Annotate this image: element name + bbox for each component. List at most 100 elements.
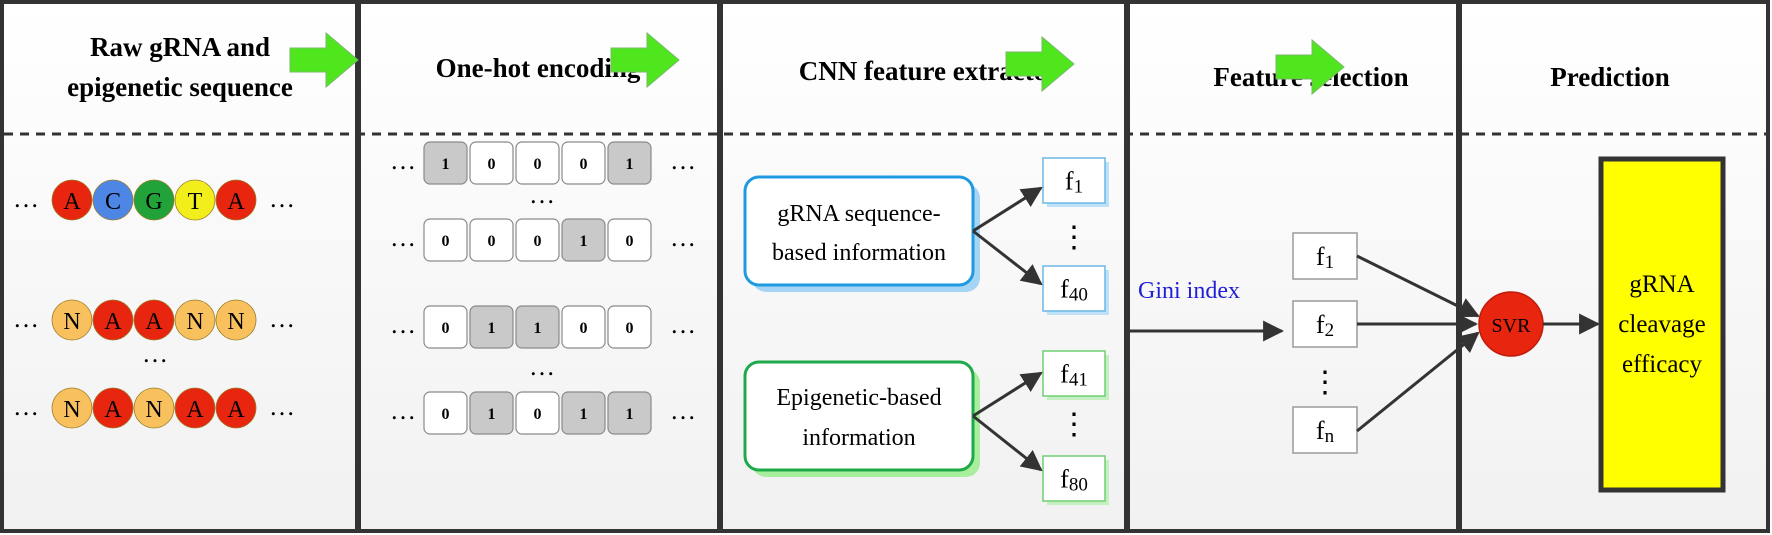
base-circle-shape (174, 179, 216, 221)
feature-node-f40: f40 (1042, 265, 1109, 315)
base-circle-shape (215, 299, 257, 341)
selected-feature-f2: f2 (1292, 300, 1358, 348)
onehot-cell-value: 1 (626, 156, 634, 173)
feature-node-label: f41 (1060, 360, 1088, 391)
feature-node-label: f1 (1316, 242, 1334, 273)
output-label: gRNA (1629, 271, 1694, 298)
stage-title-raw-line2: epigenetic sequence (67, 72, 293, 102)
base-letter: A (63, 189, 81, 215)
onehot-cell-box (561, 141, 606, 185)
base-circle-shape (92, 179, 134, 221)
flow-arrow (289, 31, 359, 89)
onehot-cell: 0 (607, 218, 652, 262)
feature-subscript: 40 (1069, 285, 1088, 306)
feature-subscript: 41 (1069, 370, 1088, 391)
feature-node-label: f40 (1060, 275, 1088, 306)
flow-arrow (1005, 35, 1075, 93)
base-letter: N (63, 397, 80, 423)
feature-subscript: 2 (1325, 320, 1335, 341)
onehot-cell: 1 (561, 391, 606, 435)
onehot-cell-value: 0 (580, 156, 588, 173)
feature-symbol: f (1316, 416, 1325, 445)
output-box (1598, 156, 1726, 493)
onehot-cell-value: 0 (626, 320, 634, 337)
onehot-cell-value: 0 (534, 406, 542, 423)
flow-arrow (610, 31, 680, 89)
ellipsis-right: … (670, 310, 696, 339)
onehot-cell-box (469, 141, 514, 185)
feature-node-label: fn (1316, 416, 1335, 447)
onehot-cell: 0 (561, 141, 606, 185)
feature-symbol: f (1060, 275, 1069, 304)
onehot-cell-box (469, 305, 514, 349)
onehot-cell-value: 0 (534, 233, 542, 250)
base-circle-shape (215, 387, 257, 429)
feature-node-label: f2 (1316, 310, 1334, 341)
base-circle-shape (51, 179, 93, 221)
onehot-cell-box (607, 141, 652, 185)
panel-onehot (357, 0, 721, 533)
base-circle-shape (92, 387, 134, 429)
flow-arrows (289, 31, 1345, 96)
base-circle: N (133, 387, 175, 429)
onehot-cell-value: 1 (534, 320, 542, 337)
base-letter: T (188, 189, 203, 215)
onehot-cell: 1 (607, 391, 652, 435)
onehot-cell-value: 1 (580, 406, 588, 423)
onehot-cell: 0 (515, 391, 560, 435)
ellipsis-left: … (390, 223, 416, 252)
onehot-cell-box (607, 305, 652, 349)
onehot-cell: 1 (469, 305, 514, 349)
feature-node-box (1042, 350, 1106, 397)
ellipsis-right: … (269, 392, 295, 421)
onehot-cell: 1 (515, 305, 560, 349)
onehot-cell: 0 (423, 218, 468, 262)
onehot-cell-value: 0 (442, 320, 450, 337)
base-letter: A (227, 397, 245, 423)
onehot-cell-box (515, 141, 560, 185)
onehot-cell: 0 (561, 305, 606, 349)
output-label-line2: cleavage (1618, 311, 1705, 338)
base-circle-shape (133, 387, 175, 429)
panel-raw (0, 0, 359, 533)
seq-to-f40-arrow (972, 229, 1043, 286)
epi-to-f80-arrow (972, 414, 1043, 472)
epi-info-label: Epigenetic-based (776, 385, 941, 411)
onehot-cell-box (561, 391, 606, 435)
epi-info-box (743, 360, 975, 472)
base-circle: N (51, 387, 93, 429)
onehot-cell: 0 (469, 141, 514, 185)
base-circle-shape (174, 387, 216, 429)
onehot-cell-value: 0 (488, 156, 496, 173)
onehot-cell: 0 (607, 305, 652, 349)
base-circle: A (92, 387, 134, 429)
feature-node-label: f1 (1065, 167, 1083, 198)
base-circle-shape (174, 299, 216, 341)
base-circle: A (215, 387, 257, 429)
base-letter: N (145, 397, 162, 423)
gini-index-label: Gini index (1138, 278, 1240, 304)
base-letter: C (105, 189, 121, 215)
seq-info-label-line2: based information (772, 240, 946, 266)
seq-info-box (743, 175, 975, 287)
base-circle: N (174, 299, 216, 341)
ellipsis-left: … (390, 146, 416, 175)
onehot-cell-value: 0 (442, 233, 450, 250)
onehot-cell: 0 (423, 391, 468, 435)
onehot-cell-value: 0 (442, 406, 450, 423)
feature-node-box (1042, 157, 1106, 204)
onehot-cell-box (515, 391, 560, 435)
onehot-cell-box (561, 305, 606, 349)
onehot-cell-value: 1 (488, 320, 496, 337)
row-gap-ellipsis: … (529, 352, 555, 381)
epi-info-label-line2: information (802, 425, 915, 451)
base-circle-shape (133, 179, 175, 221)
onehot-cell-box (515, 305, 560, 349)
feature-subscript: n (1325, 426, 1335, 447)
onehot-cell-value: 1 (580, 233, 588, 250)
row-gap-ellipsis: … (529, 180, 555, 209)
feature-symbol: f (1316, 242, 1325, 271)
base-letter: A (104, 309, 122, 335)
